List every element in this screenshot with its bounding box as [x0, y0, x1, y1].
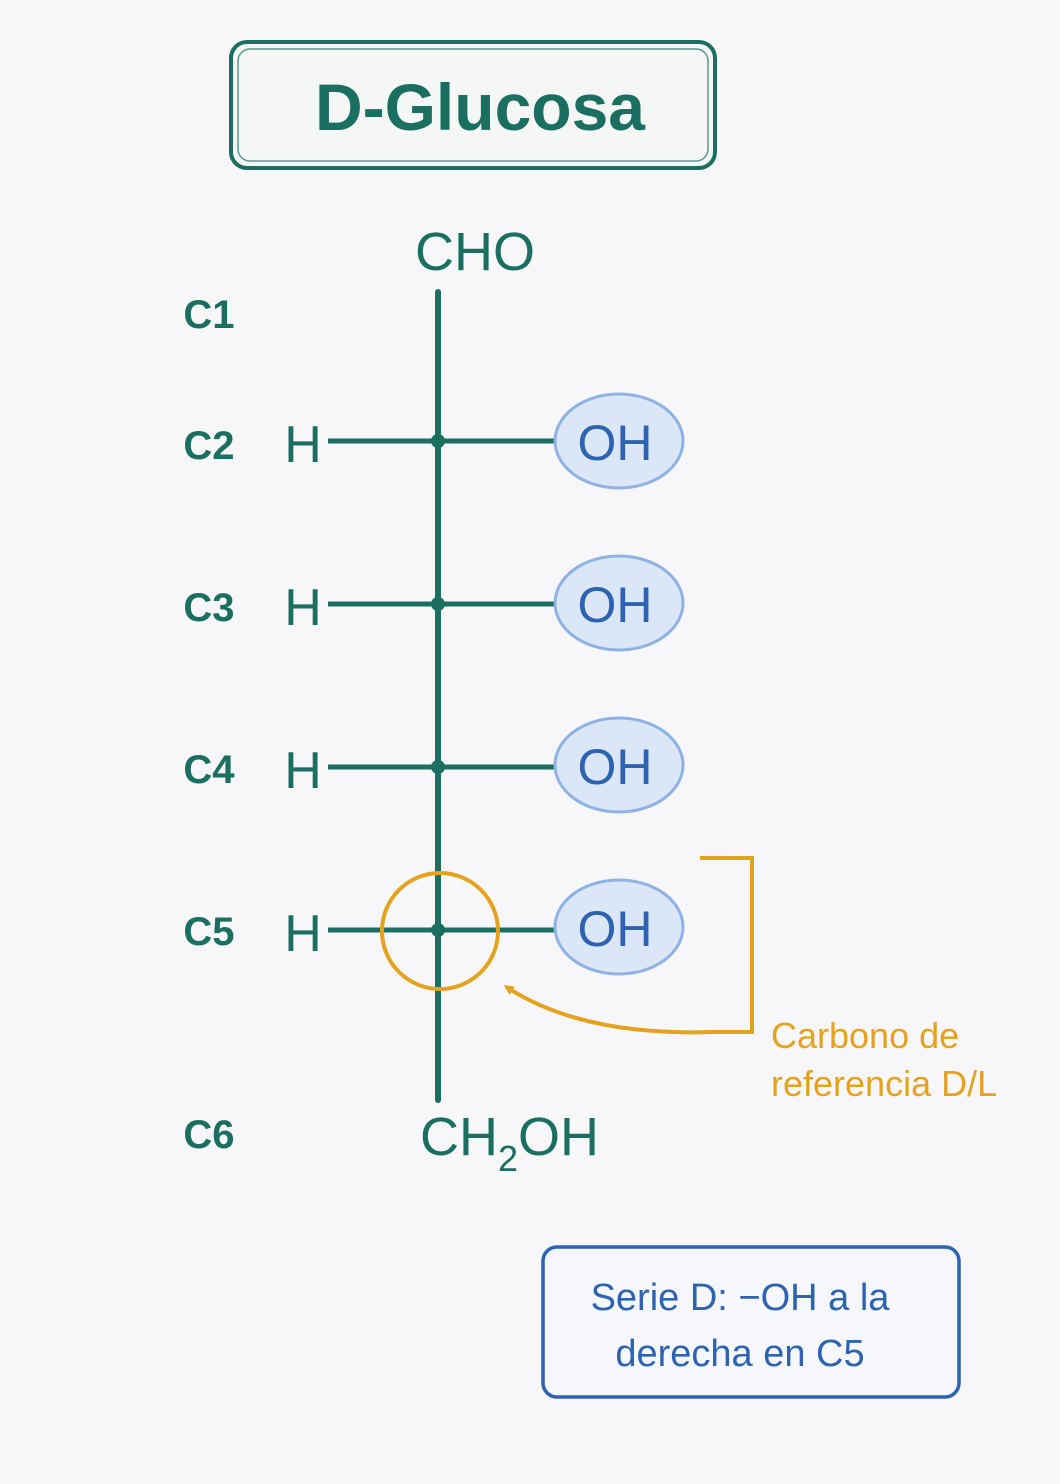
title-box-inner-border [237, 48, 709, 162]
note-box-border [541, 1245, 961, 1399]
c3-hydrogen-label: H [284, 579, 322, 637]
c2-stereocenter-dot [431, 434, 445, 448]
hydroxymethyl-subscript: 2 [498, 1138, 518, 1179]
carbon-label-c2: C2 [183, 424, 234, 468]
carbon-label-c5: C5 [183, 910, 234, 954]
c4-hydroxyl-label: OH [578, 739, 653, 795]
page-title: D-Glucosa [315, 70, 646, 144]
c5-hydroxyl-label: OH [578, 901, 653, 957]
c4-hydrogen-label: H [284, 742, 322, 800]
c3-hydroxyl-bubble [553, 554, 685, 652]
hydroxymethyl-main: CH [420, 1107, 498, 1167]
hydroxymethyl-tail: OH [518, 1107, 599, 1167]
title-box-outer-border [229, 40, 717, 170]
carbon-label-c6: C6 [183, 1113, 234, 1157]
c2-hydroxyl-label: OH [578, 415, 653, 471]
carbon-row-c4: H OH [284, 716, 685, 814]
c2-hydrogen-label: H [284, 416, 322, 474]
reference-bracket [700, 856, 754, 1034]
c5-hydroxyl-bubble [553, 878, 685, 976]
c5-hydrogen-label: H [284, 905, 322, 963]
c4-stereocenter-dot [431, 760, 445, 774]
note-line-2: derecha en C5 [615, 1333, 864, 1375]
c5-stereocenter-dot [431, 923, 445, 937]
carbon-label-c1: C1 [183, 293, 234, 337]
carbon-row-c3: H OH [284, 554, 685, 652]
reference-carbon-highlight-circle [380, 871, 500, 991]
title-box: D-Glucosa [229, 40, 717, 170]
c2-hydroxyl-bubble [553, 392, 685, 490]
c4-hydroxyl-bubble [553, 716, 685, 814]
carbon-row-c5: H OH [284, 878, 685, 976]
annotation-line-2: referencia D/L [771, 1063, 997, 1104]
hydroxymethyl-group-label: CH2OH [420, 1107, 599, 1179]
c3-hydroxyl-label: OH [578, 577, 653, 633]
series-note-box: Serie D: −OH a la derecha en C5 [541, 1245, 961, 1399]
carbon-row-c2: H OH [284, 392, 685, 490]
carbon-label-c4: C4 [183, 748, 235, 792]
annotation-line-1: Carbono de [771, 1015, 959, 1056]
reference-arrow [503, 985, 713, 1035]
carbon-label-c3: C3 [183, 586, 234, 630]
note-line-1: Serie D: −OH a la [591, 1277, 891, 1319]
aldehyde-group-label: CHO [415, 222, 535, 282]
c3-stereocenter-dot [431, 597, 445, 611]
